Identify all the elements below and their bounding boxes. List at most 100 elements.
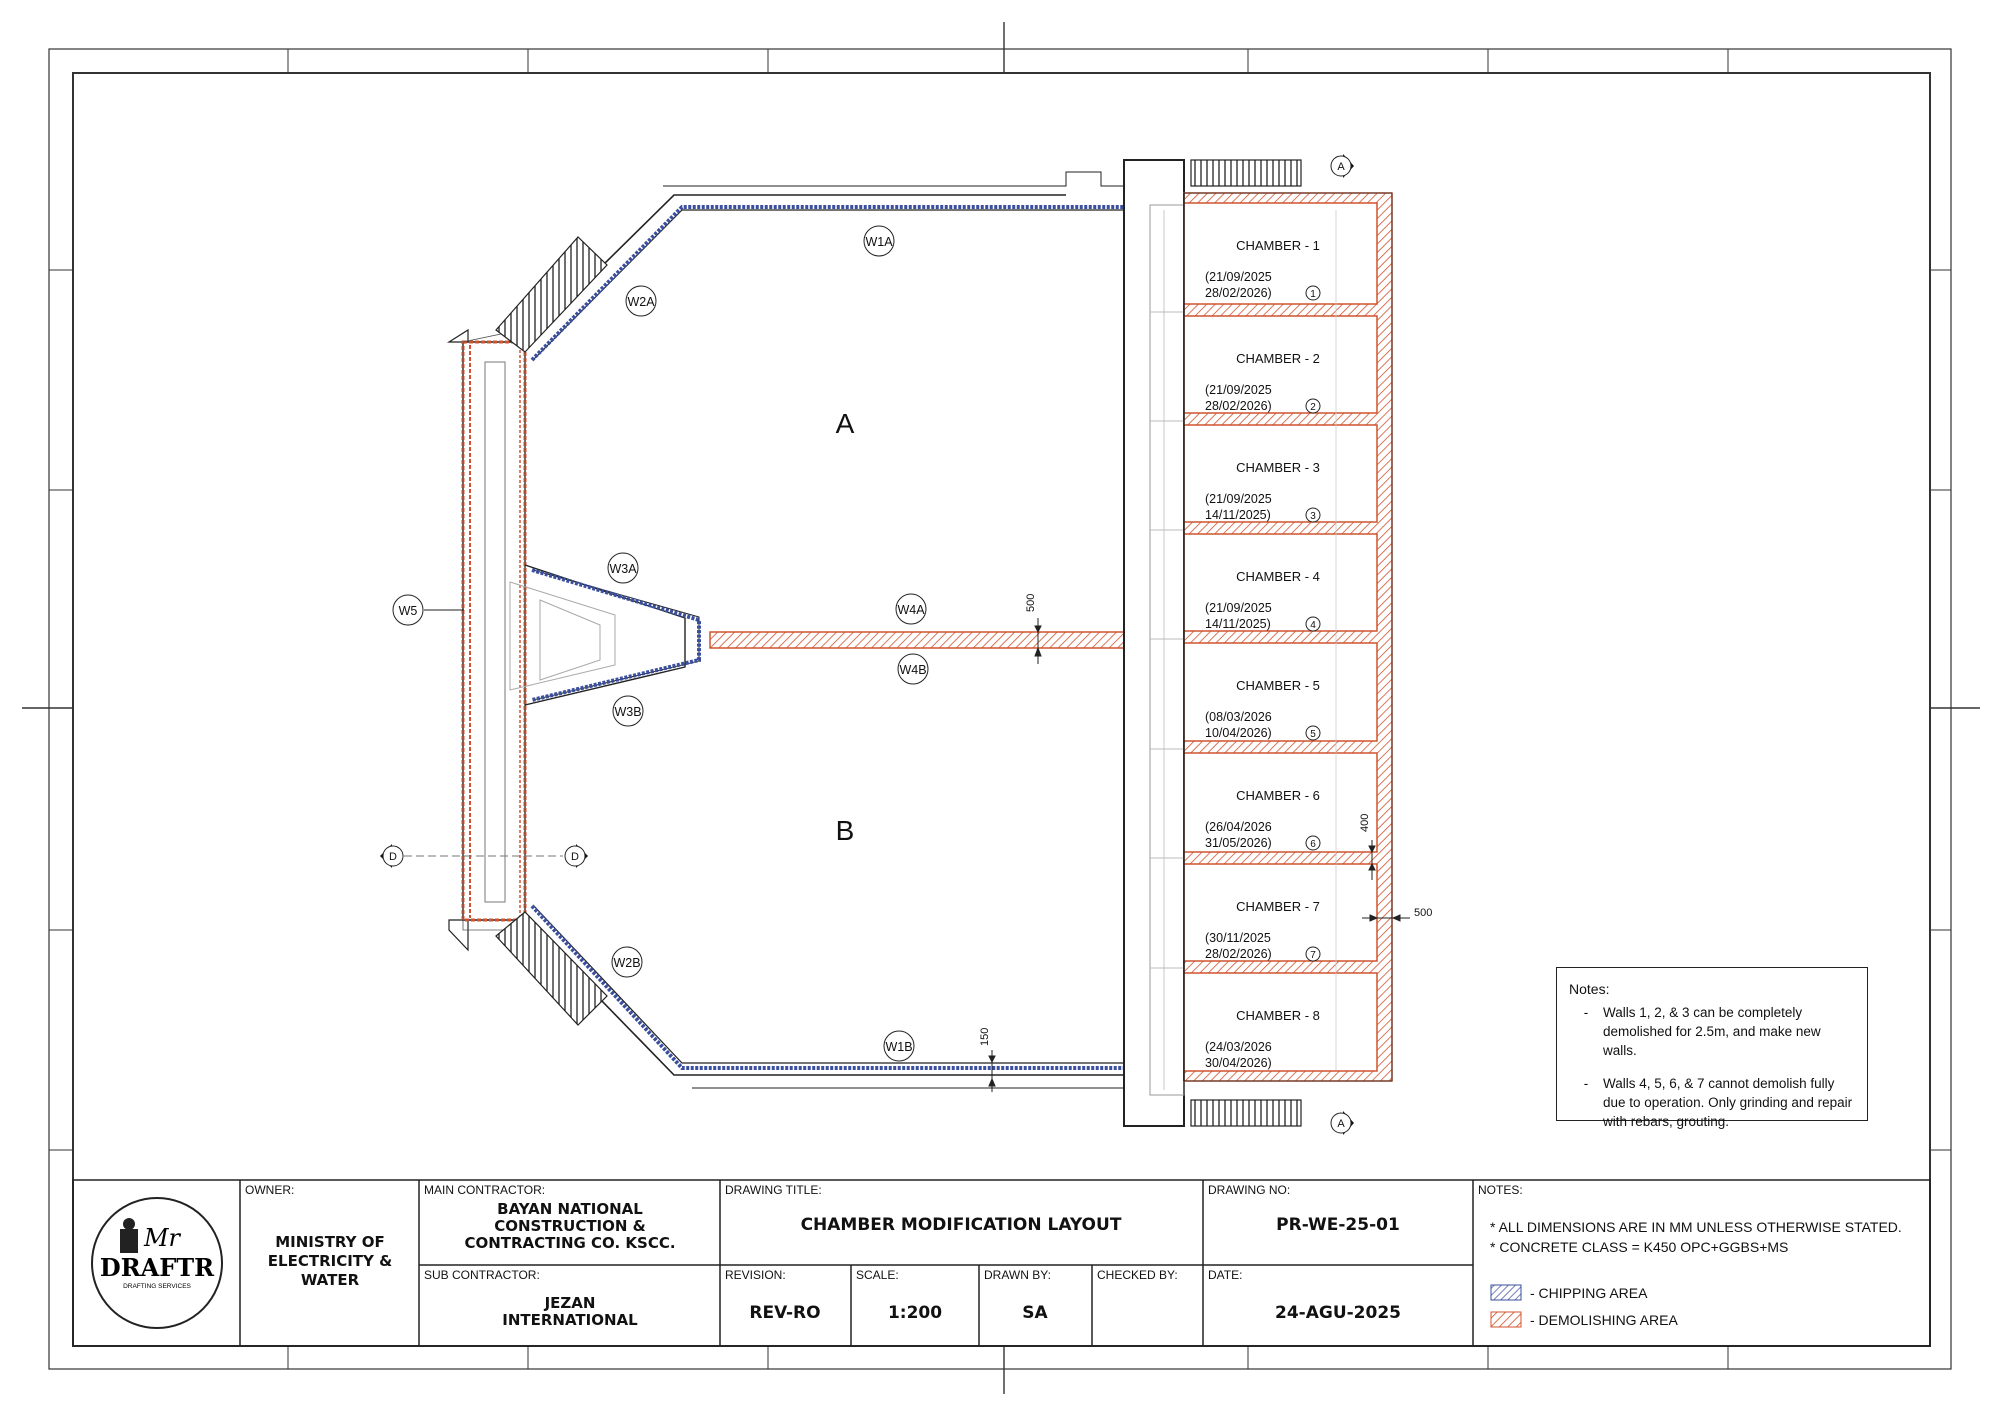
svg-text:- CHIPPING AREA: - CHIPPING AREA	[1530, 1285, 1648, 1301]
chamber-number: 3	[1310, 511, 1316, 522]
dimensions: 500 400 500 150	[979, 594, 1432, 1092]
wall-tag-w5[interactable]: W5	[392, 594, 464, 626]
plan-notes-box: Notes: - Walls 1, 2, & 3 can be complete…	[1556, 967, 1868, 1129]
wall-tag-w3a[interactable]: W3A	[607, 552, 639, 584]
chamber-start-date: (21/09/2025	[1205, 270, 1272, 284]
zone-a-label: A	[836, 408, 855, 439]
wall-tag-w2a[interactable]: W2A	[625, 285, 657, 317]
chamber-number: 1	[1310, 289, 1316, 300]
chamber-end-date: 14/11/2025)	[1205, 617, 1271, 631]
chamber-number-circle	[1305, 946, 1321, 962]
wall-tag-w1b[interactable]: W1B	[883, 1030, 915, 1062]
sub-contractor-line-2: INTERNATIONAL	[502, 1311, 638, 1329]
chamber-start-date: (26/04/2026	[1205, 820, 1272, 834]
plan-note-dash: -	[1583, 1005, 1589, 1020]
chamber-number: 4	[1310, 620, 1316, 631]
sub-contractor-line-1: JEZAN	[544, 1294, 596, 1312]
chamber-6[interactable]: CHAMBER - 6 (26/04/2026 31/05/2026) 6	[1205, 788, 1321, 851]
chamber-1[interactable]: CHAMBER - 1 (21/09/2025 28/02/2026) 1	[1205, 238, 1321, 301]
wall-tag-w2b[interactable]: W2B	[611, 946, 643, 978]
svg-text:W4A: W4A	[897, 603, 925, 617]
chamber-end-date: 28/02/2026)	[1205, 399, 1272, 413]
chamber-name: CHAMBER - 2	[1236, 351, 1320, 366]
svg-text:DRAFTR: DRAFTR	[100, 1253, 215, 1282]
wall-tag-w4a[interactable]: W4A	[895, 593, 927, 625]
chamber-number-circle	[1305, 285, 1321, 301]
chamber-end-date: 28/02/2026)	[1205, 947, 1272, 961]
chamber-end-date: 28/02/2026)	[1205, 286, 1272, 300]
section-marker-d-right[interactable]: D	[564, 844, 588, 868]
owner-line-2: ELECTRICITY &	[268, 1252, 392, 1270]
scale: 1:200	[888, 1303, 942, 1323]
chamber-end-date: 30/04/2026)	[1205, 1056, 1272, 1070]
sheet-frame	[22, 22, 1980, 1394]
corridor	[1123, 159, 1185, 1127]
chamber-name: CHAMBER - 6	[1236, 788, 1320, 803]
chamber-start-date: (21/09/2025	[1205, 492, 1272, 506]
plan-drawing: CHAMBER - 1(21/09/202528/02/2026)1CHAMBE…	[380, 154, 1432, 1135]
svg-text:W3A: W3A	[609, 562, 637, 576]
wall-tags: W1A W2A W3A W4A W4B W3B W5 W2B W1B	[392, 225, 929, 1062]
drawing-title-label: DRAWING TITLE:	[725, 1183, 822, 1197]
chamber-number-circle	[1305, 507, 1321, 523]
svg-text:500: 500	[1414, 907, 1432, 919]
svg-text:W3B: W3B	[614, 705, 641, 719]
svg-text:500: 500	[1025, 594, 1037, 612]
company-logo: Mr DRAFTR DRAFTING SERVICES	[91, 1197, 223, 1329]
chamber-number-circle	[1305, 725, 1321, 741]
main-contractor-line-3: CONTRACTING CO. KSCC.	[464, 1234, 675, 1252]
chamber-number: 2	[1310, 402, 1316, 413]
dimension-500-mid: 500	[1025, 594, 1042, 664]
wall-tag-w4b[interactable]: W4B	[897, 653, 929, 685]
wall-tag-w1a[interactable]: W1A	[863, 225, 895, 257]
main-contractor-label: MAIN CONTRACTOR:	[424, 1183, 545, 1197]
stairs-top-left	[495, 236, 608, 353]
chamber-number-circle	[1305, 616, 1321, 632]
svg-text:Mr: Mr	[143, 1224, 182, 1252]
dimension-400: 400	[1359, 814, 1376, 880]
chamber-number-circle	[1305, 398, 1321, 414]
chamber-name: CHAMBER - 7	[1236, 899, 1320, 914]
dimension-500-right: 500	[1362, 907, 1432, 922]
drawing-no: PR-WE-25-01	[1276, 1215, 1400, 1235]
plan-notes-title: Notes:	[1569, 981, 1610, 997]
sub-contractor-label: SUB CONTRACTOR:	[424, 1268, 540, 1282]
svg-text:W2B: W2B	[613, 956, 640, 970]
chamber-start-date: (21/09/2025	[1205, 383, 1272, 397]
legend-chipping: - CHIPPING AREA	[1490, 1284, 1648, 1301]
section-marker-a-top[interactable]: A	[1330, 154, 1354, 178]
plan-note-dash: -	[1583, 1076, 1589, 1091]
chamber-number: 5	[1310, 729, 1316, 740]
section-marker-a-bottom[interactable]: A	[1330, 1111, 1354, 1135]
chamber-end-date: 10/04/2026)	[1205, 726, 1272, 740]
svg-text:A: A	[1337, 1118, 1345, 1130]
chamber-name: CHAMBER - 1	[1236, 238, 1320, 253]
title-block: Mr DRAFTR DRAFTING SERVICES OWNER: MINIS…	[72, 1179, 1931, 1347]
svg-text:W4B: W4B	[899, 663, 926, 677]
svg-text:DRAFTING SERVICES: DRAFTING SERVICES	[123, 1283, 191, 1290]
apex-detail	[509, 581, 616, 691]
chamber-start-date: (30/11/2025	[1205, 931, 1271, 945]
chamber-number: 6	[1310, 839, 1316, 850]
svg-text:W1A: W1A	[865, 235, 893, 249]
zone-b-label: B	[836, 815, 855, 846]
date-label: DATE:	[1208, 1268, 1242, 1282]
section-marker-d-left[interactable]: D	[380, 844, 404, 868]
chamber-name: CHAMBER - 3	[1236, 460, 1320, 475]
chamber-start-date: (24/03/2026	[1205, 1040, 1272, 1054]
notes-label: NOTES:	[1478, 1183, 1523, 1197]
scale-label: SCALE:	[856, 1268, 899, 1282]
drawn-by-label: DRAWN BY:	[984, 1268, 1051, 1282]
chamber-end-date: 31/05/2026)	[1205, 836, 1272, 850]
svg-text:- DEMOLISHING AREA: - DEMOLISHING AREA	[1530, 1312, 1678, 1328]
date: 24-AGU-2025	[1275, 1303, 1401, 1323]
drawn-by: SA	[1022, 1303, 1048, 1323]
chamber-2[interactable]: CHAMBER - 2 (21/09/2025 28/02/2026) 2	[1205, 351, 1321, 414]
wall-tag-w3b[interactable]: W3B	[612, 695, 644, 727]
svg-text:D: D	[571, 851, 579, 863]
